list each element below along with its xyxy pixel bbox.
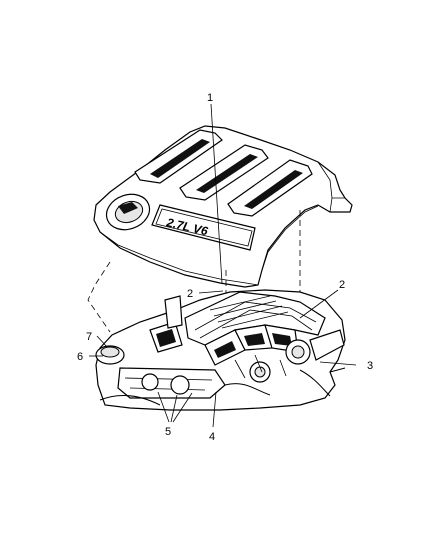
callout-1: 1 bbox=[207, 92, 213, 104]
engine-assembly bbox=[95, 289, 346, 411]
callout-5: 5 bbox=[165, 426, 171, 438]
callout-4: 4 bbox=[209, 431, 215, 443]
callout-2-right: 2 bbox=[339, 279, 345, 291]
callout-3: 3 bbox=[367, 360, 373, 372]
callout-2-upper: 2 bbox=[187, 288, 193, 300]
leader-lines bbox=[89, 103, 357, 428]
callout-6: 6 bbox=[77, 351, 83, 363]
engine-cover bbox=[93, 125, 353, 288]
callout-7: 7 bbox=[86, 331, 92, 343]
